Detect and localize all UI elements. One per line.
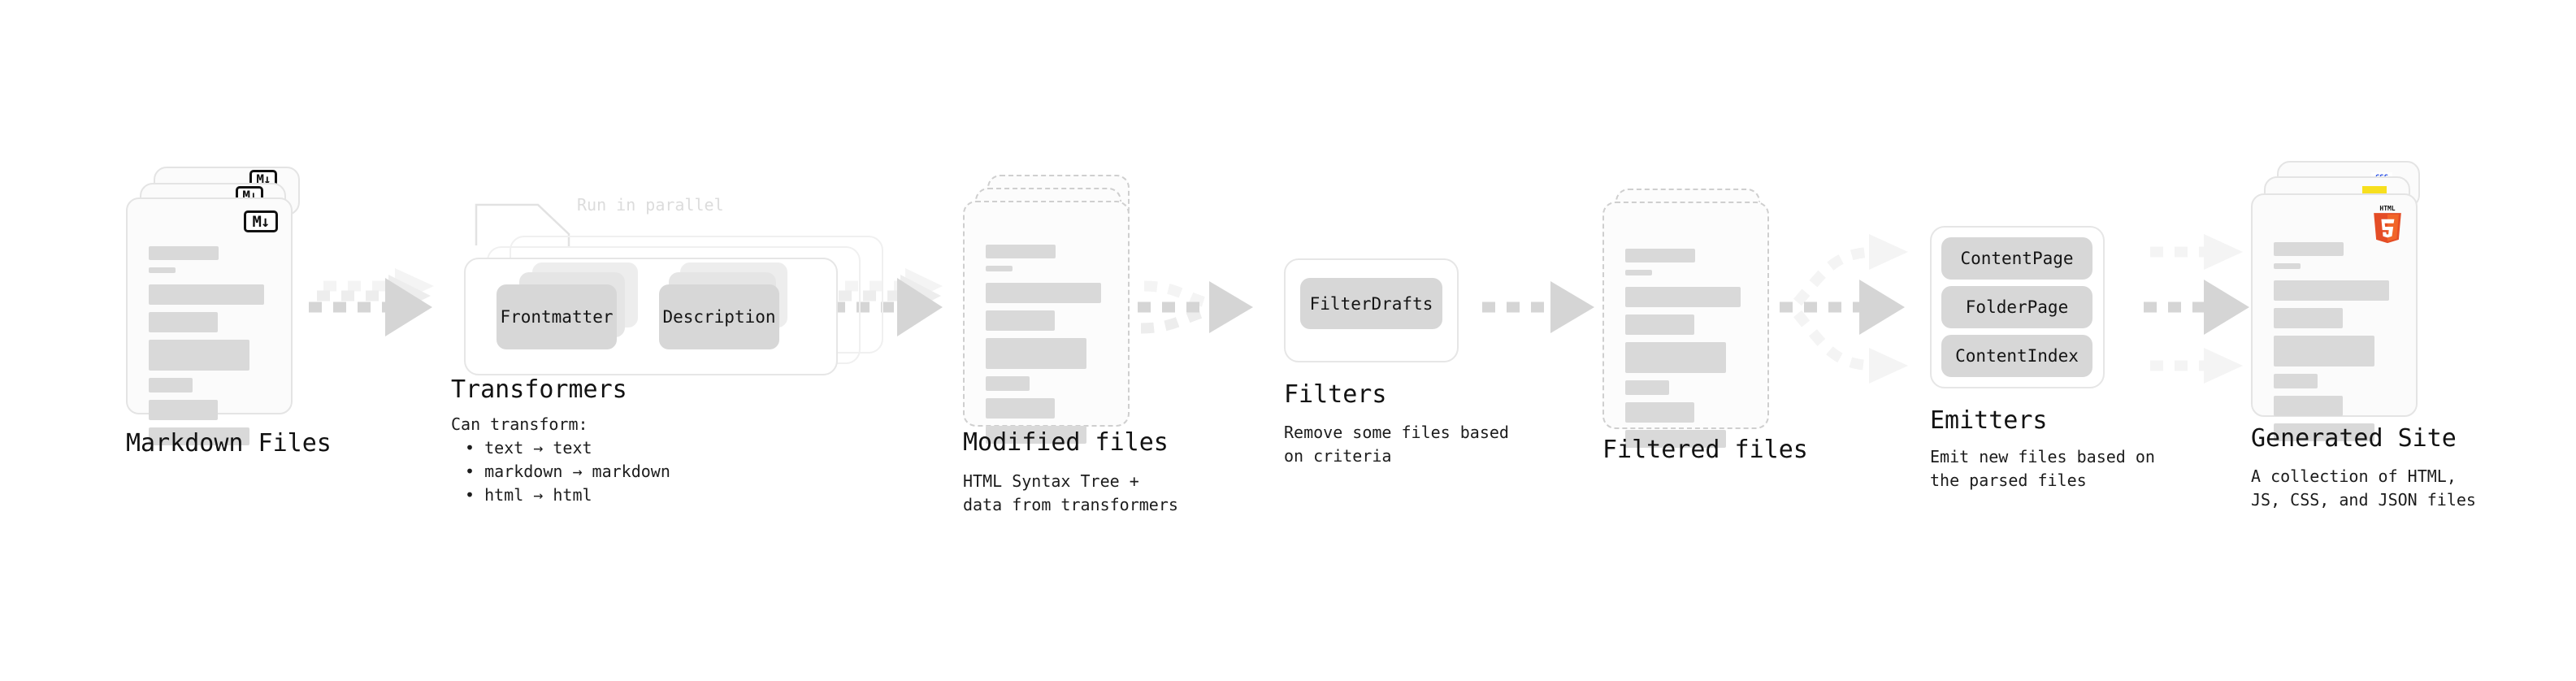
generated-site-title: Generated Site (2251, 424, 2457, 453)
stage-markdown-files: M↓ M↓ M↓ (126, 167, 301, 445)
modified-card-front[interactable] (963, 201, 1130, 444)
filtered-placeholder-bars (1625, 249, 1746, 455)
frontmatter-pill[interactable]: Frontmatter (497, 284, 617, 349)
arrow-filtered-to-emitters (1780, 234, 1908, 384)
folder-page-pill[interactable]: FolderPage (1941, 286, 2092, 328)
bar (2274, 242, 2344, 256)
content-page-pill[interactable]: ContentPage (1941, 237, 2092, 280)
markdown-badge-front: M↓ (244, 210, 278, 232)
bar (986, 426, 1086, 444)
bar (149, 378, 193, 393)
content-index-pill[interactable]: ContentIndex (1941, 335, 2092, 377)
bar (986, 283, 1101, 303)
bar (2274, 336, 2374, 367)
filters-subtitle: Remove some files based on criteria (1284, 423, 1509, 466)
generated-site-subtitle: A collection of HTML, JS, CSS, and JSON … (2251, 466, 2476, 510)
stage-generated-site: CSS HTML (2251, 161, 2426, 441)
bar (1625, 380, 1669, 395)
transformers-subtitle-intro: Can transform: (451, 414, 588, 434)
stage-filtered-files (1602, 189, 1777, 448)
filter-drafts-pill[interactable]: FilterDrafts (1300, 278, 1442, 329)
stage-modified-files (963, 175, 1138, 444)
bar (986, 338, 1086, 369)
bar (1625, 402, 1694, 423)
bar (149, 340, 249, 371)
transformers-bullet-2: • markdown → markdown (465, 462, 670, 481)
arrow-markdown-to-transformers (309, 268, 434, 336)
transformers-bullet-1: • text → text (465, 438, 592, 458)
bar (2274, 374, 2318, 388)
filtered-files-title: Filtered files (1602, 436, 1808, 464)
bar (986, 245, 1056, 258)
modified-files-title: Modified files (963, 428, 1169, 457)
modified-placeholder-bars (986, 245, 1107, 451)
emitters-title: Emitters (1930, 406, 2048, 435)
bar (2274, 396, 2343, 416)
bar (149, 246, 219, 260)
markdown-placeholder-bars (149, 246, 270, 453)
generated-card-stack: CSS HTML (2251, 161, 2426, 441)
filters-title: Filters (1284, 380, 1387, 409)
bar (986, 376, 1030, 391)
markdown-card-stack: M↓ M↓ M↓ (126, 167, 301, 445)
bar (2274, 308, 2343, 328)
arrow-modified-to-filters (1138, 280, 1253, 334)
bar (2274, 423, 2374, 441)
bar (1625, 287, 1741, 307)
bar (149, 400, 218, 420)
modified-card-stack (963, 175, 1138, 444)
transformers-title: Transformers (451, 375, 627, 404)
bar (2274, 280, 2389, 301)
bar (149, 312, 218, 332)
bar (149, 267, 176, 273)
bar (149, 284, 264, 305)
bar (1625, 249, 1696, 262)
bar (2274, 263, 2301, 269)
arrow-emitters-to-site (2144, 234, 2249, 384)
generated-card-front[interactable]: HTML (2251, 193, 2418, 441)
modified-files-subtitle: HTML Syntax Tree + data from transformer… (963, 471, 1178, 514)
description-pill[interactable]: Description (659, 284, 779, 349)
filtered-card-front[interactable] (1602, 202, 1769, 448)
run-in-parallel-label: Run in parallel (577, 195, 724, 215)
svg-text:HTML: HTML (2379, 205, 2395, 212)
emitters-subtitle: Emit new files based on the parsed files (1930, 447, 2155, 490)
markdown-files-title: Markdown Files (126, 429, 332, 458)
bar (149, 427, 249, 445)
transformers-bullet-3: • html → html (465, 485, 592, 505)
bar (986, 266, 1013, 271)
bar (986, 398, 1055, 419)
bar (1625, 430, 1726, 448)
bar (1625, 270, 1652, 275)
filtered-card-stack (1602, 189, 1777, 448)
bar (1625, 314, 1694, 335)
html5-badge: HTML (2370, 205, 2405, 244)
bar (986, 310, 1055, 331)
arrow-filters-to-filtered (1482, 281, 1594, 333)
generated-placeholder-bars (2274, 242, 2395, 449)
bar (1625, 342, 1726, 373)
markdown-card-front[interactable]: M↓ (126, 197, 293, 445)
